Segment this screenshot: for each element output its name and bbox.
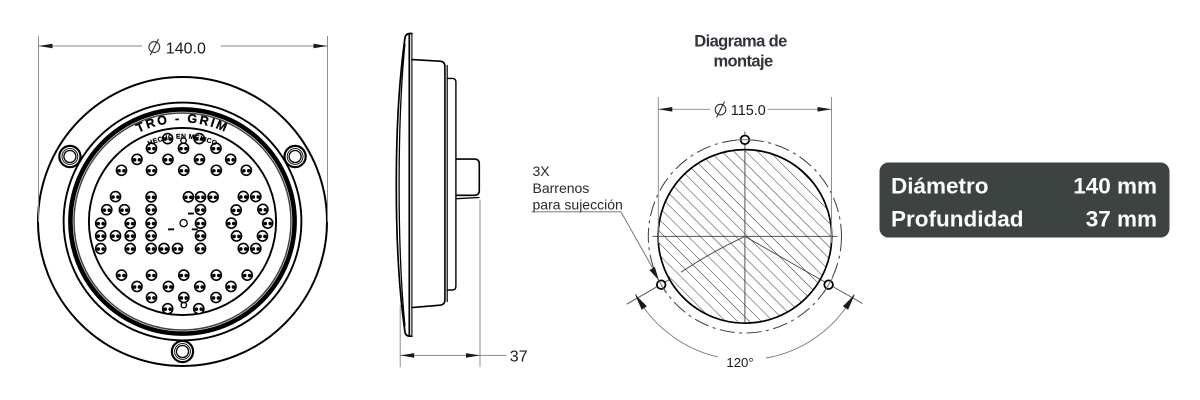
svg-text:montaje: montaje	[713, 53, 772, 71]
svg-text:3X: 3X	[533, 163, 551, 179]
svg-text:Profundidad: Profundidad	[891, 207, 1023, 232]
svg-text:Barrenos: Barrenos	[533, 180, 590, 196]
svg-text:Diagrama de: Diagrama de	[694, 32, 787, 50]
svg-text:37 mm: 37 mm	[1086, 207, 1157, 232]
svg-text:140 mm: 140 mm	[1073, 174, 1157, 199]
svg-text:120°: 120°	[726, 355, 753, 370]
svg-text:37: 37	[510, 349, 528, 366]
svg-text:para sujección: para sujección	[533, 197, 623, 213]
svg-text:140.0: 140.0	[166, 40, 206, 57]
svg-text:115.0: 115.0	[731, 103, 766, 119]
svg-text:Diámetro: Diámetro	[891, 174, 989, 199]
